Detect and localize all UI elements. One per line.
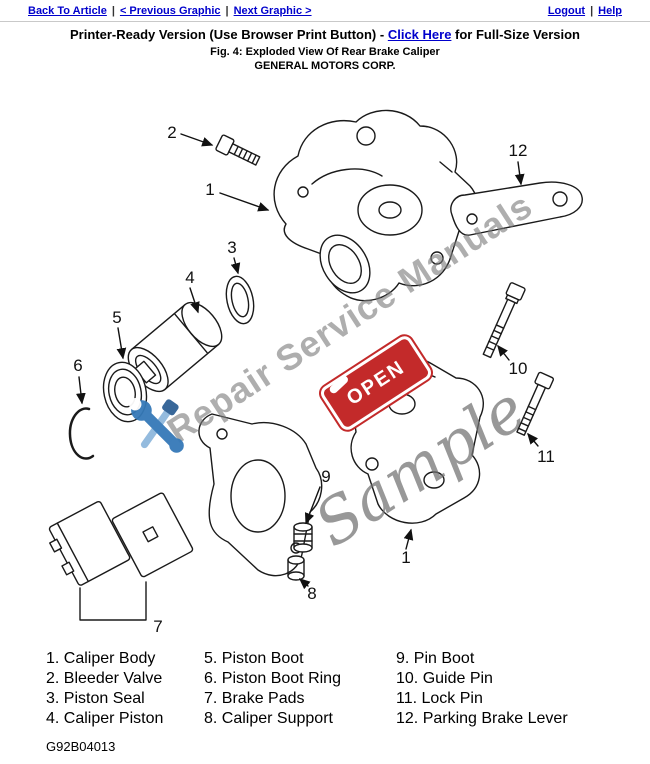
legend-column-2: 5. Piston Boot 6. Piston Boot Ring 7. Br… — [204, 649, 396, 729]
bleeder-valve-shape — [215, 134, 261, 166]
legend-column-1: 1. Caliper Body 2. Bleeder Valve 3. Pist… — [46, 649, 204, 729]
printer-ready-text: Printer-Ready Version (Use Browser Print… — [69, 27, 388, 42]
legend-item: 2. Bleeder Valve — [46, 670, 163, 687]
callout-12: 12 — [509, 141, 528, 160]
callout-8: 8 — [307, 584, 316, 603]
callout-1-bottom: 1 — [401, 548, 410, 567]
next-graphic-link[interactable]: Next Graphic > — [233, 5, 312, 17]
legend-item: 5. Piston Boot — [204, 650, 304, 667]
top-nav: Back To Article | < Previous Graphic | N… — [0, 0, 650, 22]
leader-arrows — [76, 133, 539, 590]
company-name: GENERAL MOTORS CORP. — [254, 60, 396, 72]
previous-graphic-link[interactable]: < Previous Graphic — [119, 5, 221, 17]
parts-legend: 1. Caliper Body 2. Bleeder Valve 3. Pist… — [0, 649, 650, 729]
parking-brake-lever-shape — [450, 181, 583, 236]
callout-7: 7 — [153, 617, 162, 636]
caliper-piston-shape — [127, 301, 223, 393]
piston-bore — [319, 234, 371, 294]
legend-item: 9. Pin Boot — [396, 650, 475, 667]
pads-bracket-line — [79, 581, 147, 621]
callout-5: 5 — [112, 308, 121, 327]
nav-left: Back To Article | < Previous Graphic | N… — [28, 5, 312, 17]
click-here-link[interactable]: Click Here — [387, 27, 452, 42]
printer-ready-line: Printer-Ready Version (Use Browser Print… — [0, 27, 650, 42]
exploded-diagram: 2 1 12 3 4 5 6 10 9 11 1 8 7 — [48, 109, 583, 636]
callout-3: 3 — [227, 238, 236, 257]
brake-pad-inner-shape — [111, 492, 194, 578]
full-size-text: for Full-Size Version — [451, 27, 580, 42]
legend-item: 4. Caliper Piston — [46, 710, 164, 727]
help-link[interactable]: Help — [598, 5, 622, 17]
callout-10: 10 — [509, 359, 528, 378]
piston-boot-ring-shape — [68, 407, 95, 460]
support-bushing-shape — [287, 555, 305, 581]
callout-6: 6 — [73, 356, 82, 375]
diagram-area: 2 1 12 3 4 5 6 10 9 11 1 8 7 Repair Serv… — [0, 72, 650, 647]
callout-1-top: 1 — [205, 180, 214, 199]
legend-item: 6. Piston Boot Ring — [204, 670, 341, 687]
nav-right: Logout | Help — [548, 5, 622, 17]
lock-pin-shape — [516, 371, 555, 436]
callout-9: 9 — [321, 467, 330, 486]
nav-separator: | — [590, 5, 594, 17]
callout-11: 11 — [537, 447, 555, 466]
logout-link[interactable]: Logout — [547, 5, 586, 17]
nav-separator: | — [111, 5, 115, 17]
legend-item: 7. Brake Pads — [204, 690, 305, 707]
guide-pin-shape — [482, 282, 526, 359]
nav-separator: | — [225, 5, 229, 17]
legend-item: 10. Guide Pin — [396, 670, 493, 687]
back-to-article-link[interactable]: Back To Article — [28, 5, 107, 17]
legend-item: 8. Caliper Support — [204, 710, 333, 727]
figure-code: G92B04013 — [46, 739, 116, 754]
callout-2: 2 — [167, 123, 176, 142]
pin-boot-shape — [293, 522, 313, 553]
legend-item: 3. Piston Seal — [46, 690, 145, 707]
legend-item: 12. Parking Brake Lever — [396, 710, 568, 727]
legend-item: 1. Caliper Body — [46, 650, 156, 667]
legend-item: 11. Lock Pin — [396, 690, 483, 707]
legend-column-3: 9. Pin Boot 10. Guide Pin 11. Lock Pin 1… — [396, 649, 601, 729]
caliper-body-shape — [273, 109, 479, 302]
figure-caption: Fig. 4: Exploded View Of Rear Brake Cali… — [210, 46, 440, 58]
callout-4: 4 — [185, 268, 194, 287]
piston-seal-shape — [225, 275, 255, 325]
lower-caliper-shape — [343, 354, 485, 524]
brake-pad-outer-shape — [48, 500, 131, 586]
